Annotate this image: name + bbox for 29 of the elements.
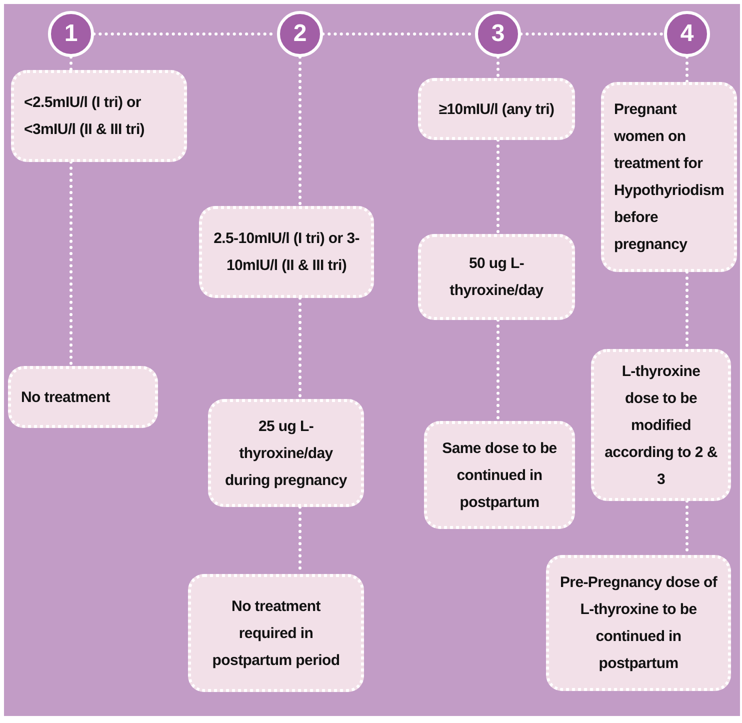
box-text: Pre-Pregnancy dose of L-thyroxine to be continued in postpartum: [559, 573, 718, 674]
dotted-connector: [70, 56, 72, 72]
process-box: [11, 70, 187, 162]
box-text: L-thyroxine dose to be modified according to 2 & 3: [604, 362, 718, 490]
dotted-connector: [298, 56, 302, 208]
box-text: No treatment required in postpartum period: [211, 596, 341, 670]
process-box: [188, 574, 364, 692]
box-text: Same dose to be continued in postpartum: [441, 438, 558, 512]
process-box: [591, 349, 731, 501]
dotted-connector: [520, 32, 666, 36]
process-box: [424, 421, 575, 529]
dotted-connector: [686, 56, 688, 84]
dotted-connector: [496, 138, 500, 236]
box-text: <2.5mIU/l (I tri) or <3mIU/l (II & III tri): [24, 93, 146, 140]
box-text: ≥10mIU/l (any tri): [438, 100, 554, 120]
process-box: [8, 366, 158, 428]
process-box: [418, 234, 575, 320]
box-text: No treatment: [21, 388, 110, 408]
process-box: [208, 399, 364, 507]
process-box: [199, 206, 374, 298]
dotted-connector: [70, 160, 72, 368]
box-text: 50 ug L-thyroxine/day: [448, 254, 544, 301]
box-text: Pregnant women on treatment for Hypothyriodism before pregnancy: [614, 100, 724, 255]
process-box: [418, 78, 575, 140]
box-text: 2.5-10mIU/l (I tri) or 3-10mIU/l (II & III tri): [212, 229, 360, 276]
process-box: [601, 82, 737, 272]
process-box: [546, 555, 731, 691]
dotted-connector: [496, 56, 500, 80]
box-text: 25 ug L-thyroxine/day during pregnancy: [224, 416, 348, 490]
